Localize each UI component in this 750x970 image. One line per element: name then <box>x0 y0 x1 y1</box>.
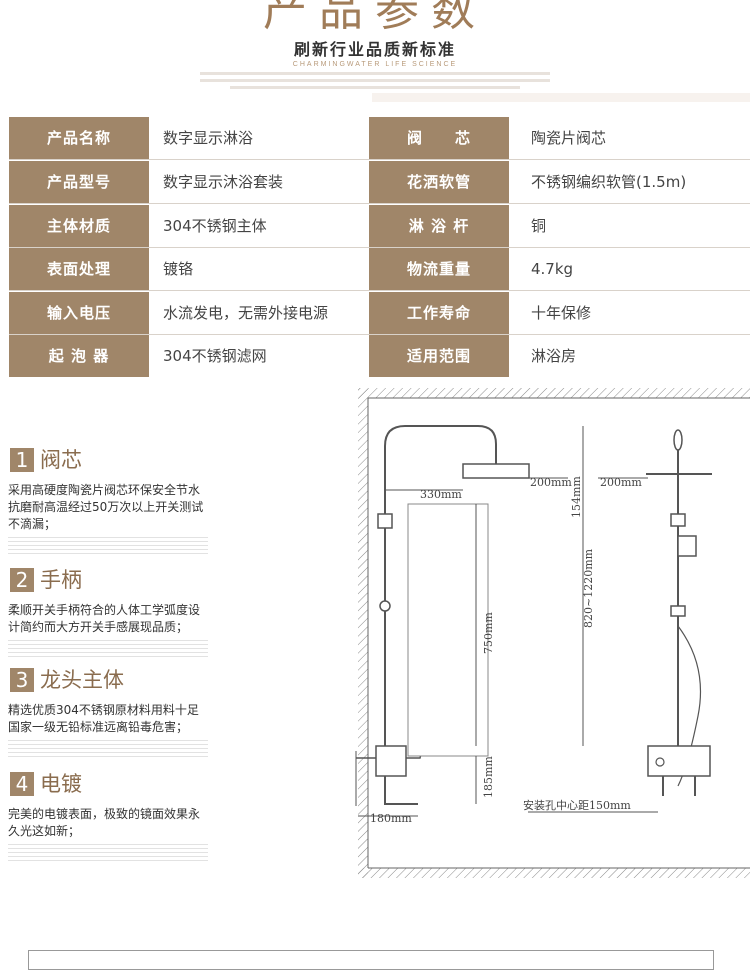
spec-value: 陶瓷片阀芯 <box>531 129 607 147</box>
spec-label: 物流重量 <box>369 248 509 290</box>
feature-description: 采用高硬度陶瓷片阀芯环保安全节水抗磨耐高温经过50万次以上开关测试不滴漏； <box>8 483 204 531</box>
spec-value: 铜 <box>531 217 547 235</box>
decorative-bar <box>372 93 750 102</box>
page-title: 产品参数 <box>263 0 487 36</box>
feature-title: 电镀 <box>40 772 82 796</box>
feature-number: 1 <box>10 448 34 472</box>
dimension-label: 200mm <box>530 476 572 489</box>
fine-print <box>8 740 208 760</box>
feature-handle: 2 手柄 柔顺开关手柄符合的人体工学弧度设计简约而大方开关手感展现品质； <box>8 566 208 660</box>
spec-value: 镀铬 <box>163 260 194 278</box>
dimension-label: 330mm <box>420 488 462 501</box>
fine-print <box>8 844 208 864</box>
bottom-frame <box>28 950 714 970</box>
feature-title: 手柄 <box>40 568 82 592</box>
wall-hatch-top <box>358 388 750 398</box>
wall-hatch-left <box>358 388 368 878</box>
spec-value: 淋浴房 <box>531 347 577 365</box>
fine-print-line <box>200 79 550 82</box>
fine-print <box>8 640 208 660</box>
spec-value: 数字显示沐浴套装 <box>163 173 284 191</box>
feature-title: 阀芯 <box>40 448 82 472</box>
spec-value: 数字显示淋浴 <box>163 129 254 147</box>
spec-label: 淋 浴 杆 <box>369 205 509 247</box>
fine-print-line <box>230 86 520 89</box>
feature-body: 3 龙头主体 精选优质304不锈钢原材料用料十足国家一级无铅标准远离铅毒危害； <box>8 666 208 760</box>
spec-label: 输入电压 <box>9 292 149 334</box>
spec-value: 4.7kg <box>531 260 574 278</box>
side-view <box>646 429 712 796</box>
feature-description: 完美的电镀表面，极致的镜面效果永久光这如新； <box>8 807 201 838</box>
dimension-diagram: 330mm 200mm 154mm 820~1220mm 750mm 185mm… <box>355 388 750 878</box>
spec-value: 水流发电，无需外接电源 <box>163 304 329 322</box>
dimension-label: 安装孔中心距150mm <box>523 798 631 812</box>
table-row: 表面处理 镀铬 物流重量 4.7kg <box>9 248 750 291</box>
spec-label: 适用范围 <box>369 335 509 377</box>
feature-number: 4 <box>10 772 34 796</box>
table-row: 起 泡 器 304不锈钢滤网 适用范围 淋浴房 <box>9 335 750 377</box>
fine-print <box>8 537 208 557</box>
page-subtitle: 刷新行业品质新标准 <box>293 40 456 59</box>
dimension-label: 180mm <box>370 812 412 825</box>
fine-print-line <box>200 72 550 75</box>
table-row: 产品型号 数字显示沐浴套装 花洒软管 不锈钢编织软管(1.5m) <box>9 161 750 204</box>
feature-valve: 1 阀芯 采用高硬度陶瓷片阀芯环保安全节水抗磨耐高温经过50万次以上开关测试不滴… <box>8 446 208 557</box>
spec-label: 产品名称 <box>9 117 149 159</box>
dimension-label: 154mm <box>570 476 583 518</box>
spec-table: 产品名称 数字显示淋浴 阀 芯 陶瓷片阀芯 产品型号 数字显示沐浴套装 花洒软管… <box>9 117 750 377</box>
spec-label: 阀 芯 <box>369 117 509 159</box>
spec-value: 304不锈钢滤网 <box>163 347 267 365</box>
dimension-label: 750mm <box>482 612 495 654</box>
english-tagline: CHARMINGWATER LIFE SCIENCE <box>292 61 458 68</box>
feature-title: 龙头主体 <box>40 668 124 692</box>
spec-label: 起 泡 器 <box>9 335 149 377</box>
feature-plating: 4 电镀 完美的电镀表面，极致的镜面效果永久光这如新； <box>8 770 208 864</box>
dimension-label: 185mm <box>482 756 495 798</box>
feature-number: 2 <box>10 568 34 592</box>
spec-label: 工作寿命 <box>369 292 509 334</box>
dimension-label: 820~1220mm <box>582 548 595 628</box>
table-row: 主体材质 304不锈钢主体 淋 浴 杆 铜 <box>9 205 750 248</box>
shower-panel-outline <box>407 503 489 757</box>
spec-label: 主体材质 <box>9 205 149 247</box>
feature-number: 3 <box>10 668 34 692</box>
table-row: 输入电压 水流发电，无需外接电源 工作寿命 十年保修 <box>9 292 750 335</box>
feature-description: 精选优质304不锈钢原材料用料十足国家一级无铅标准远离铅毒危害； <box>8 703 199 734</box>
spec-label: 产品型号 <box>9 161 149 203</box>
dimension-label: 200mm <box>600 476 642 489</box>
spec-value: 十年保修 <box>531 304 592 322</box>
spec-value: 304不锈钢主体 <box>163 217 267 235</box>
spec-label: 表面处理 <box>9 248 149 290</box>
spec-label: 花洒软管 <box>369 161 509 203</box>
wall-hatch-bottom <box>358 868 750 878</box>
feature-description: 柔顺开关手柄符合的人体工学弧度设计简约而大方开关手感展现品质； <box>8 603 201 634</box>
table-row: 产品名称 数字显示淋浴 阀 芯 陶瓷片阀芯 <box>9 117 750 160</box>
spec-value: 不锈钢编织软管(1.5m) <box>531 173 687 191</box>
front-view <box>356 425 530 805</box>
